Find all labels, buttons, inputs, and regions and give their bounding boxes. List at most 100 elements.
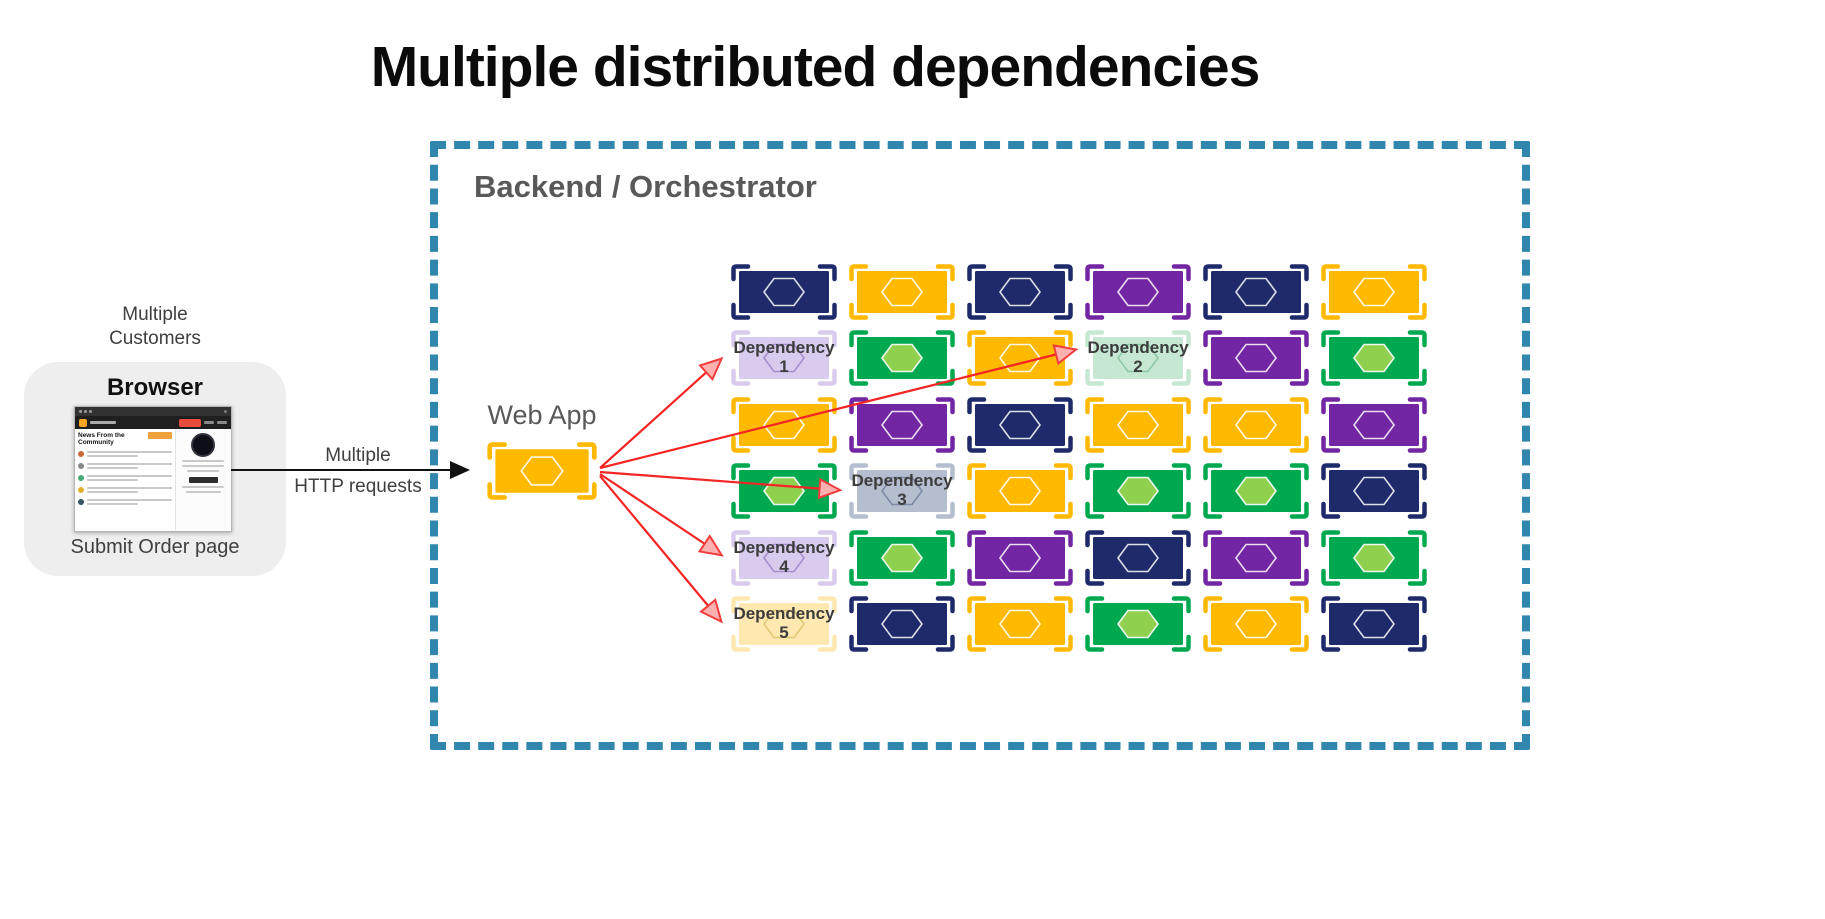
- container-icon-yellow: [1203, 596, 1309, 652]
- mini-site-logo-icon: [79, 418, 87, 427]
- mini-site-name: [90, 421, 116, 424]
- container-icon-green: [849, 330, 955, 386]
- container-icon-navy: [849, 596, 955, 652]
- hexagon-icon: [881, 543, 923, 573]
- hexagon-icon: [1353, 343, 1395, 373]
- hexagon-icon: [1117, 277, 1159, 307]
- hexagon-icon: [1353, 476, 1395, 506]
- container-icon-navy: [1203, 264, 1309, 320]
- container-shape: [1203, 330, 1309, 386]
- webapp-label: Web App: [487, 400, 597, 430]
- http-requests-label: Multiple HTTP requests: [280, 441, 436, 503]
- container-shape: [731, 596, 837, 652]
- window-dot-icon: [89, 410, 92, 413]
- backend-label: Backend / Orchestrator: [474, 169, 817, 204]
- container-shape: [1321, 397, 1427, 453]
- hexagon-icon: [999, 609, 1041, 639]
- container-shape: [1085, 596, 1191, 652]
- hexagon-icon: [881, 277, 923, 307]
- avatar: [78, 486, 84, 493]
- hexagon-icon: [763, 609, 805, 639]
- container-icon-purple: [1203, 530, 1309, 586]
- dependency-node-4: Dependency 4: [731, 530, 837, 586]
- container-shape: [849, 397, 955, 453]
- container-shape: [731, 397, 837, 453]
- hexagon-icon: [520, 456, 564, 486]
- mini-browser-titlebar: [75, 407, 231, 416]
- dependency-node-3: Dependency 3: [849, 463, 955, 519]
- container-shape: [1203, 596, 1309, 652]
- container-icon-yellow: [967, 596, 1073, 652]
- hexagon-icon: [763, 277, 805, 307]
- mini-browser-content: News From the Community: [75, 429, 231, 530]
- webapp-container-icon: [486, 442, 598, 500]
- dependency-node-1: Dependency 1: [731, 330, 837, 386]
- window-dot-icon: [79, 410, 82, 413]
- container-icon-purple: [967, 530, 1073, 586]
- container-shape: [1203, 530, 1309, 586]
- container-shape: [849, 596, 955, 652]
- container-icon-green: [1321, 530, 1427, 586]
- hexagon-icon: [881, 476, 923, 506]
- hexagon-icon: [1353, 609, 1395, 639]
- container-icon-purple: [1321, 397, 1427, 453]
- container-icon-yellow: [967, 330, 1073, 386]
- container-icon-navy: [967, 264, 1073, 320]
- browser-screenshot: News From the Community: [74, 406, 232, 532]
- container-shape: [849, 264, 955, 320]
- container-icon-yellow: [1321, 264, 1427, 320]
- browser-card: Browser News From the Community: [24, 362, 286, 576]
- hexagon-icon: [1117, 543, 1159, 573]
- container-shape: [1321, 596, 1427, 652]
- mini-heading: News From the Community: [78, 432, 125, 447]
- container-icon-navy: [1085, 530, 1191, 586]
- container-icon-green: [849, 530, 955, 586]
- mini-community-logo-icon: [191, 433, 216, 457]
- hexagon-icon: [763, 543, 805, 573]
- mini-post-row: [78, 450, 172, 459]
- hexagon-icon: [1353, 543, 1395, 573]
- container-icon-green: [1321, 330, 1427, 386]
- window-dot-icon: [224, 410, 227, 413]
- http-label-line2: HTTP requests: [294, 475, 422, 497]
- hexagon-icon: [1117, 476, 1159, 506]
- container-shape: [967, 530, 1073, 586]
- container-icon-yellow: [1203, 397, 1309, 453]
- avatar: [78, 498, 84, 505]
- hexagon-icon: [1235, 543, 1277, 573]
- browser-title: Browser: [106, 374, 204, 401]
- container-icon-purple: [1085, 264, 1191, 320]
- page-title: Multiple distributed dependencies: [370, 35, 1261, 99]
- container-shape: [1085, 463, 1191, 519]
- container-shape: [1085, 530, 1191, 586]
- dependency-node-5: Dependency 5: [731, 596, 837, 652]
- hexagon-icon: [1235, 343, 1277, 373]
- container-shape: [849, 330, 955, 386]
- window-dot-icon: [84, 410, 87, 413]
- mini-nav-item: [217, 421, 227, 424]
- customers-line1: Multiple: [122, 304, 188, 325]
- container-icon-navy: [731, 264, 837, 320]
- mini-post-row: [78, 462, 172, 471]
- container-shape: [731, 530, 837, 586]
- container-shape: [1085, 264, 1191, 320]
- container-shape: [1203, 463, 1309, 519]
- avatar: [78, 474, 84, 481]
- mini-sidebar-button: [188, 477, 219, 483]
- mini-signup-button: [179, 418, 201, 427]
- container-shape: [1321, 330, 1427, 386]
- hexagon-icon: [999, 476, 1041, 506]
- container-shape: [849, 530, 955, 586]
- hexagon-icon: [1235, 277, 1277, 307]
- mini-post-row: [78, 486, 172, 495]
- container-shape: [1203, 264, 1309, 320]
- mini-post-row: [78, 498, 172, 507]
- container-shape: [731, 463, 837, 519]
- container-shape: [1321, 530, 1427, 586]
- hexagon-icon: [1117, 343, 1159, 373]
- containers-grid: Dependency 1 De: [731, 264, 1431, 654]
- container-shape: [967, 264, 1073, 320]
- http-label-line1: Multiple: [325, 445, 391, 466]
- container-icon-navy: [967, 397, 1073, 453]
